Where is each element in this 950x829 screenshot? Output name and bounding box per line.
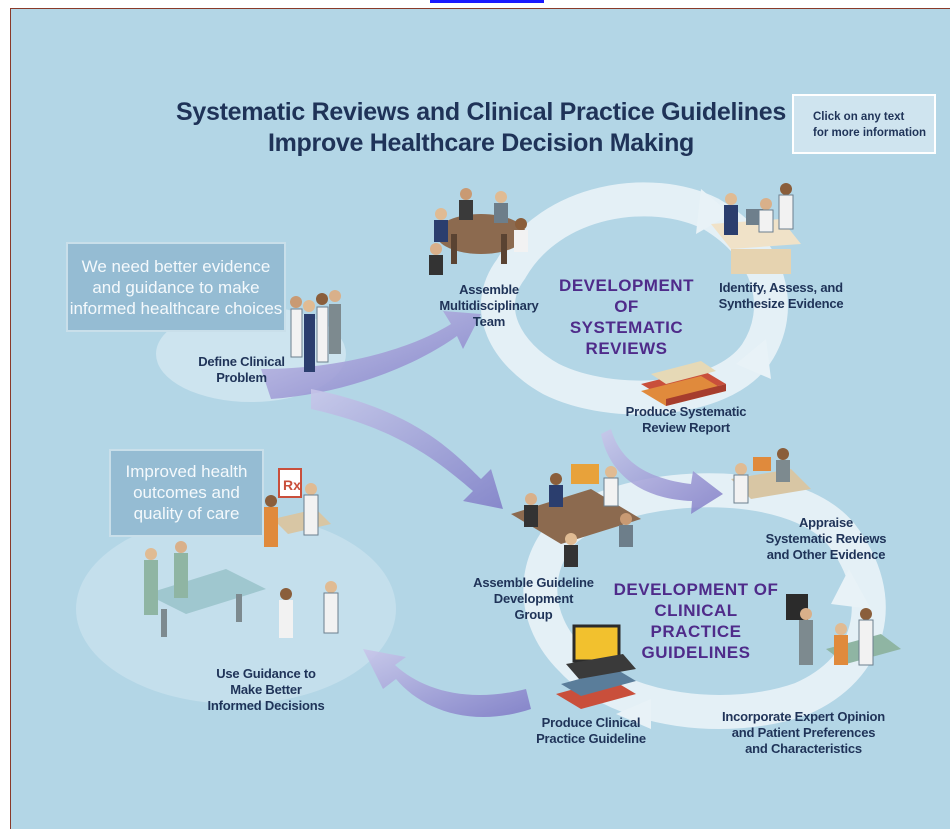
page-title: Systematic Reviews and Clinical Practice… — [161, 97, 801, 159]
phase-sr-line-2: OF SYSTEMATIC — [569, 297, 684, 337]
phase-cpg-line-3: GUIDELINES — [641, 643, 751, 662]
phase-sr-line-1: DEVELOPMENT — [559, 276, 694, 295]
step-appraise-line-3: and Other Evidence — [766, 547, 886, 562]
guideline-arrowhead-2 — [616, 699, 651, 729]
team-meeting-icon — [429, 188, 528, 275]
top-link-underline[interactable] — [430, 0, 544, 3]
step-group-line-3: Group — [514, 607, 553, 622]
outcome-callout: Improved health outcomes and quality of … — [109, 449, 264, 537]
outcome-line-1: Improved health — [125, 462, 248, 481]
step-define-line-2: Problem — [216, 370, 267, 385]
step-team-line-2: Multidisciplinary — [439, 298, 539, 313]
step-appraise-line-2: Systematic Reviews — [765, 531, 887, 546]
step-team-line-3: Team — [472, 314, 506, 329]
report-books-icon — [641, 361, 726, 406]
process-diagram-art: Rx — [76, 182, 901, 729]
step-incorporate-line-1: Incorporate Expert Opinion — [721, 709, 886, 724]
step-identify-line-1: Identify, Assess, and — [719, 280, 843, 295]
step-incorporate-opinion[interactable]: Incorporate Expert Opinion and Patient P… — [721, 709, 886, 757]
patient-care-icon: Rx — [144, 468, 339, 638]
need-line-3: informed healthcare choices — [69, 299, 283, 318]
step-use-line-1: Use Guidance to — [216, 666, 316, 681]
svg-text:Rx: Rx — [283, 477, 301, 493]
step-group-line-1: Assemble Guideline — [473, 575, 594, 590]
expert-consultation-icon — [786, 594, 901, 666]
step-define-problem[interactable]: Define Clinical Problem — [179, 354, 304, 386]
flow-arrow-to-appraise — [601, 429, 723, 514]
step-define-line-1: Define Clinical — [198, 354, 285, 369]
info-hint-box: Click on any text for more information — [792, 94, 936, 154]
step-report-line-2: Review Report — [642, 420, 730, 435]
step-group-line-2: Development — [493, 591, 574, 606]
guideline-laptop-icon — [556, 624, 636, 709]
review-arrowhead-1 — [696, 189, 731, 234]
need-line-2: and guidance to make — [92, 278, 260, 297]
step-produce-review-report[interactable]: Produce Systematic Review Report — [621, 404, 751, 436]
hint-line-2: for more information — [813, 127, 927, 139]
need-line-1: We need better evidence — [81, 257, 271, 276]
review-arrowhead-2 — [736, 339, 771, 379]
step-identify-line-2: Synthesize Evidence — [718, 296, 844, 311]
step-appraise-line-1: Appraise — [798, 515, 854, 530]
step-use-line-2: Make Better — [230, 682, 302, 697]
outcome-line-2: outcomes and — [133, 483, 240, 502]
guideline-group-icon — [511, 464, 641, 567]
guideline-arrowhead-1 — [831, 569, 871, 609]
step-identify-evidence[interactable]: Identify, Assess, and Synthesize Evidenc… — [711, 280, 851, 312]
infographic-frame: Rx Systematic Reviews and Clinical Pract… — [10, 8, 950, 829]
phase-systematic-reviews[interactable]: DEVELOPMENT OF SYSTEMATIC REVIEWS — [559, 275, 694, 359]
step-report-line-1: Produce Systematic — [625, 404, 747, 419]
title-line-1: Systematic Reviews and Clinical Practice… — [176, 98, 786, 126]
step-incorporate-line-2: and Patient Preferences — [731, 725, 876, 740]
step-incorporate-line-3: and Characteristics — [745, 741, 862, 756]
step-guideline-line-2: Practice Guideline — [536, 731, 646, 746]
title-line-2: Improve Healthcare Decision Making — [267, 129, 695, 157]
phase-cpg-line-1: DEVELOPMENT OF — [613, 580, 779, 599]
step-assemble-guideline-group[interactable]: Assemble Guideline Development Group — [466, 575, 601, 623]
step-guideline-line-1: Produce Clinical — [541, 715, 641, 730]
outcome-line-3: quality of care — [133, 504, 240, 523]
hint-line-1: Click on any text — [813, 111, 905, 123]
need-callout: We need better evidence and guidance to … — [66, 242, 286, 332]
step-use-line-3: Informed Decisions — [207, 698, 325, 713]
research-desk-icon — [711, 183, 801, 274]
step-assemble-team[interactable]: Assemble Multidisciplinary Team — [429, 282, 549, 330]
phase-sr-line-3: REVIEWS — [585, 339, 668, 358]
flow-arrow-to-team — [261, 311, 481, 399]
appraisal-desk-icon — [731, 448, 811, 504]
step-use-guidance[interactable]: Use Guidance to Make Better Informed Dec… — [201, 666, 331, 714]
step-appraise[interactable]: Appraise Systematic Reviews and Other Ev… — [761, 515, 891, 563]
flow-arrow-to-use-guidance — [363, 649, 531, 718]
flow-arrow-to-group — [311, 389, 503, 509]
phase-cpg-line-2: CLINICAL PRACTICE — [650, 601, 742, 641]
step-produce-guideline[interactable]: Produce Clinical Practice Guideline — [526, 715, 656, 747]
step-team-line-1: Assemble — [459, 282, 519, 297]
clinicians-group-icon — [290, 290, 341, 372]
phase-clinical-guidelines[interactable]: DEVELOPMENT OF CLINICAL PRACTICE GUIDELI… — [611, 579, 781, 663]
